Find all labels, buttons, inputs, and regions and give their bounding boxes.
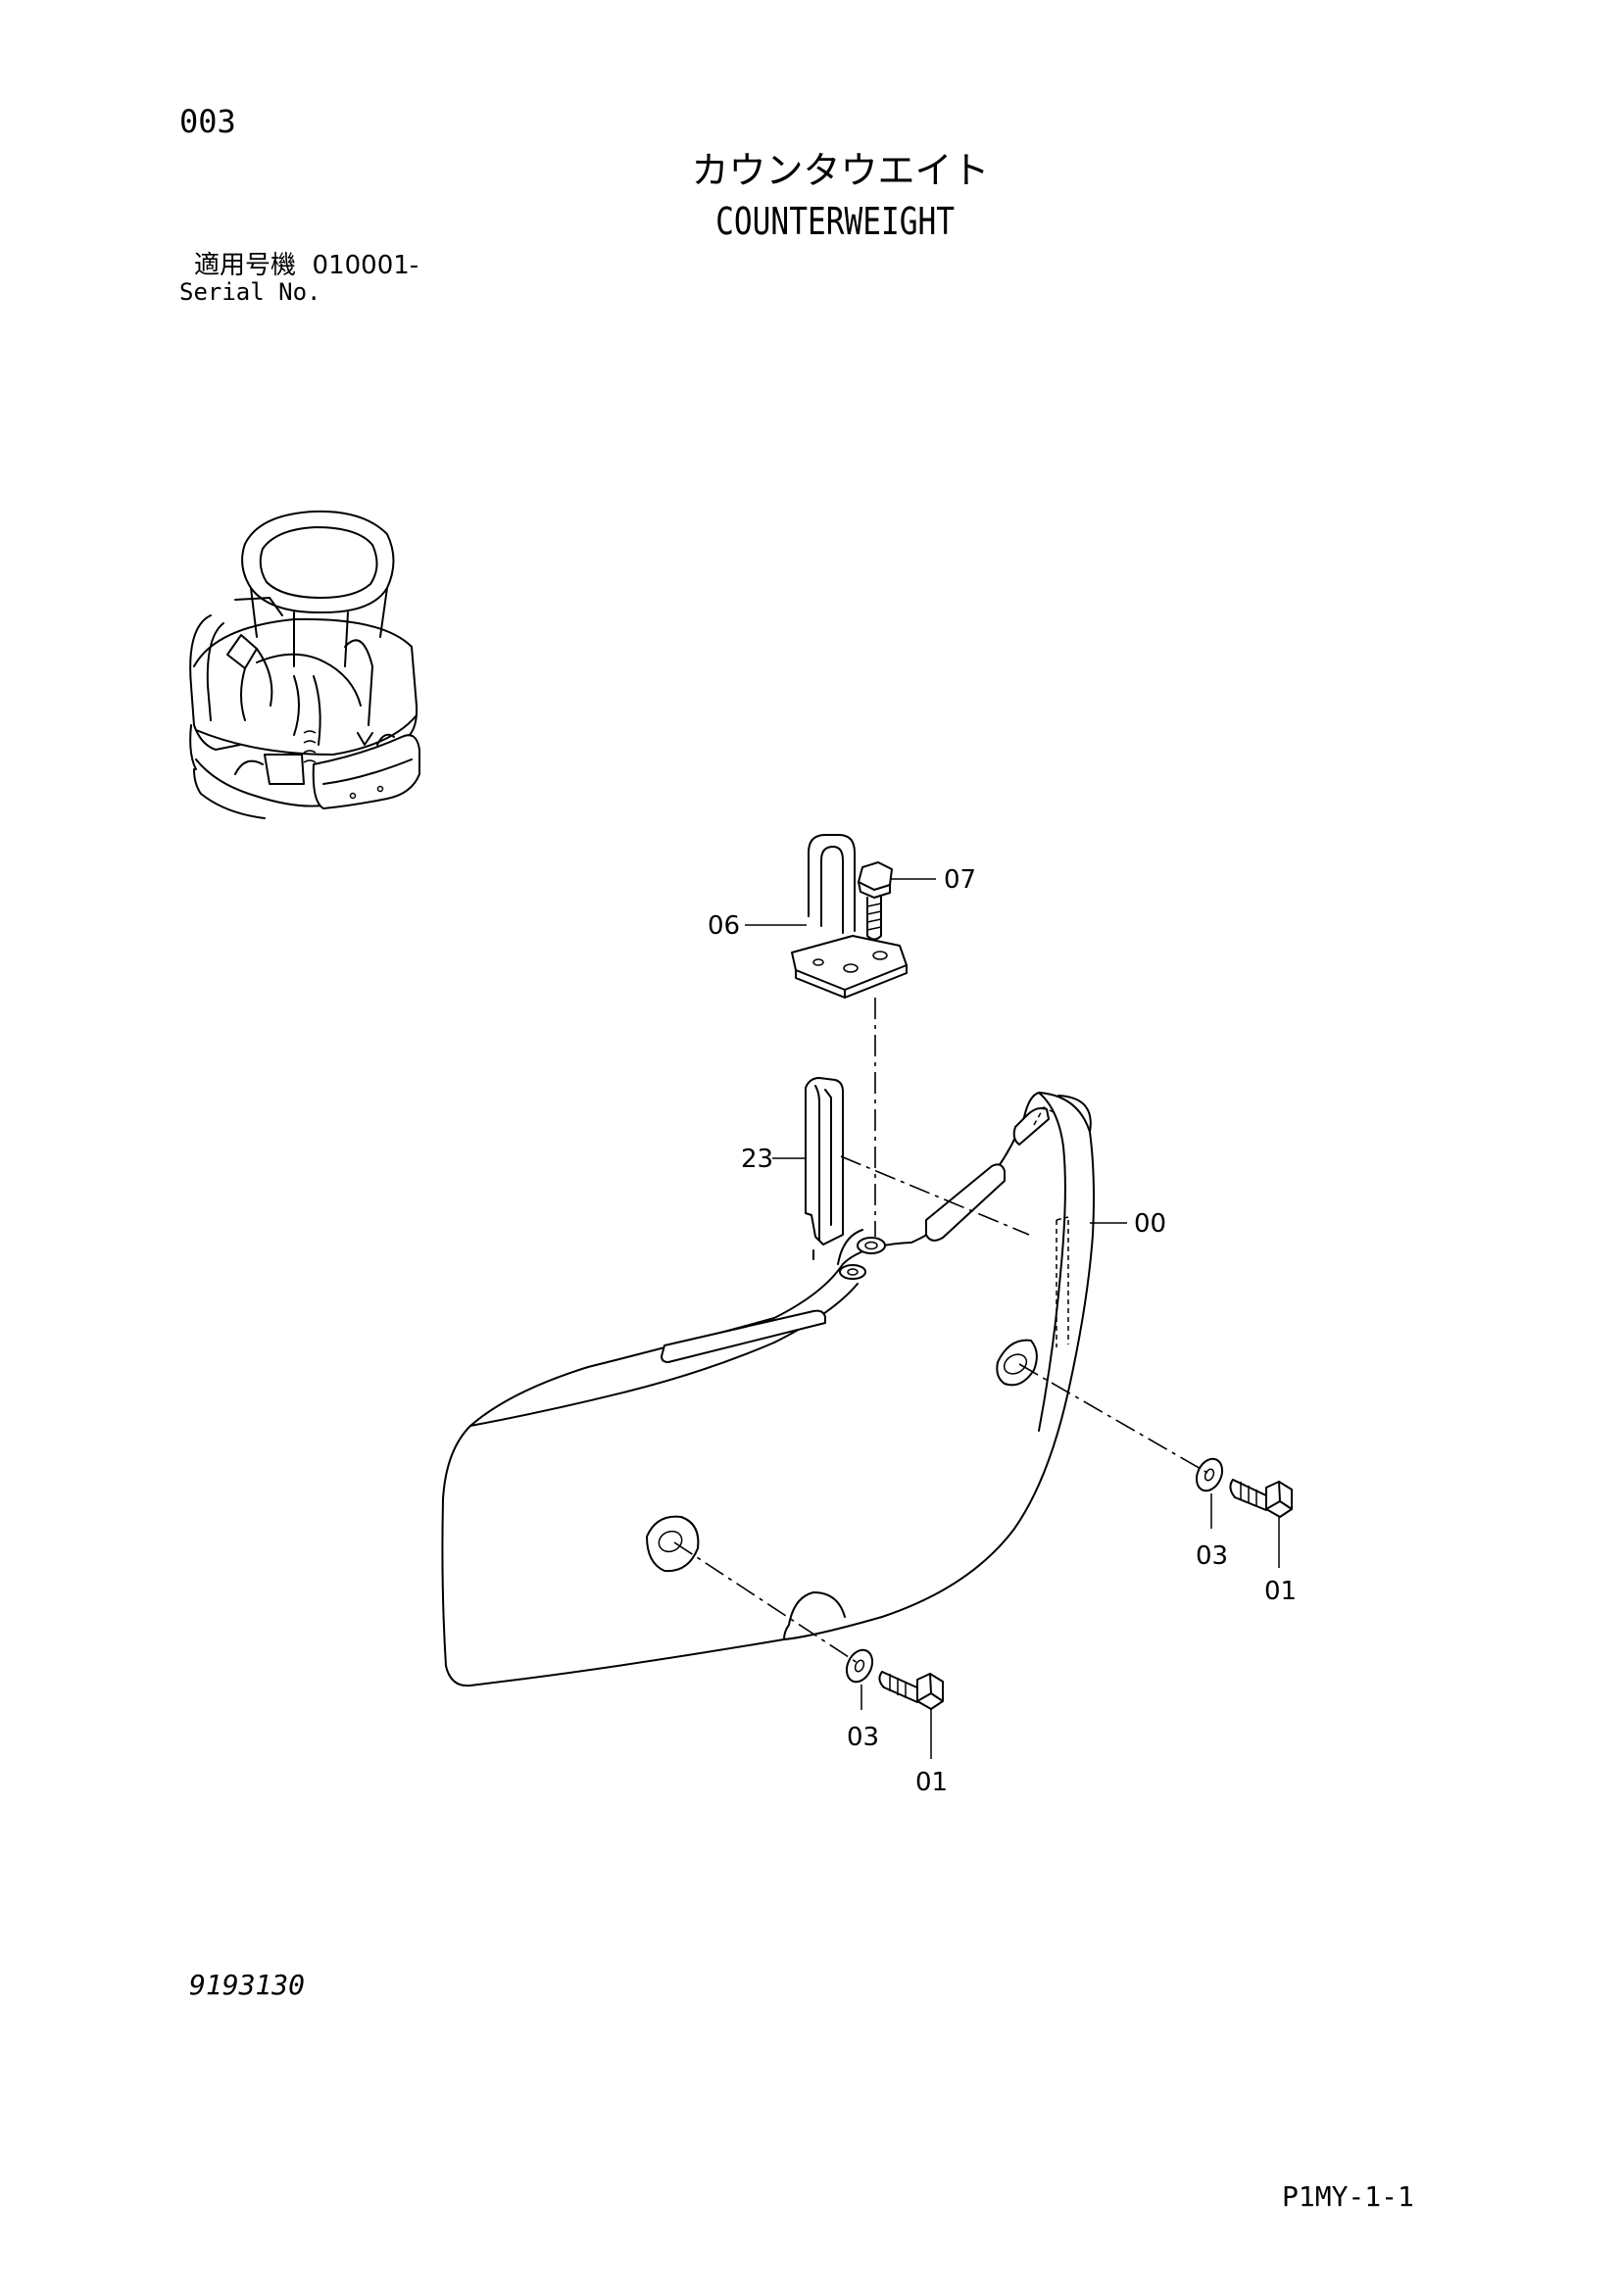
callout-06: 06 [708, 911, 740, 941]
machine-overview-illustration [189, 510, 420, 819]
callout-03-bottom: 03 [847, 1723, 879, 1752]
title-english: COUNTERWEIGHT [715, 200, 956, 243]
serial-japanese: 適用号機 010001- [194, 253, 418, 278]
washer-part-03-right [1195, 1457, 1224, 1492]
rubber-strip-part-23 [805, 1077, 844, 1260]
callout-01-right: 01 [1264, 1577, 1297, 1606]
serial-label-jp: 適用号機 [194, 251, 297, 280]
bracket-part-06 [791, 834, 908, 999]
title-japanese: カウンタウエイト [691, 149, 990, 192]
counterweight-part-00 [441, 1092, 1095, 1687]
flange-bolt-part-07 [858, 861, 893, 941]
assembly-center-lines [673, 998, 1208, 1664]
callout-07: 07 [944, 865, 976, 895]
serial-value: 010001- [312, 251, 419, 280]
page-number: 003 [179, 103, 236, 140]
callout-01-bottom: 01 [915, 1768, 948, 1797]
callout-03-right: 03 [1196, 1541, 1228, 1571]
serial-label-en: Serial No. [179, 278, 321, 306]
bolt-part-01-right [1229, 1479, 1293, 1518]
callout-leaders [745, 878, 1280, 1759]
sheet-code: P1MY-1-1 [1282, 2180, 1414, 2213]
callout-00: 00 [1134, 1209, 1166, 1239]
callout-23: 23 [741, 1145, 773, 1174]
drawing-number: 9193130 [189, 1969, 306, 2001]
bolt-part-01-bottom [878, 1671, 944, 1710]
washer-part-03-bottom [845, 1648, 874, 1684]
